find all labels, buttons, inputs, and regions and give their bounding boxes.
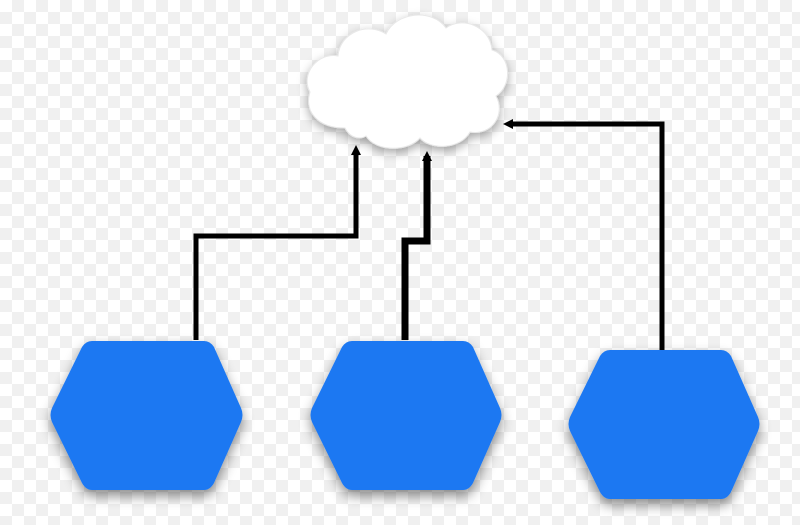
hexagon-node-right: [568, 350, 760, 499]
cloud-shape: [306, 14, 508, 149]
connector-center: [401, 151, 432, 340]
hexagon-node-center: [310, 341, 502, 490]
connector-right: [503, 119, 665, 350]
connectors: [193, 119, 665, 350]
hexagon-node-left: [50, 341, 243, 490]
connector-left: [193, 145, 361, 340]
cloud-node: [306, 14, 508, 149]
